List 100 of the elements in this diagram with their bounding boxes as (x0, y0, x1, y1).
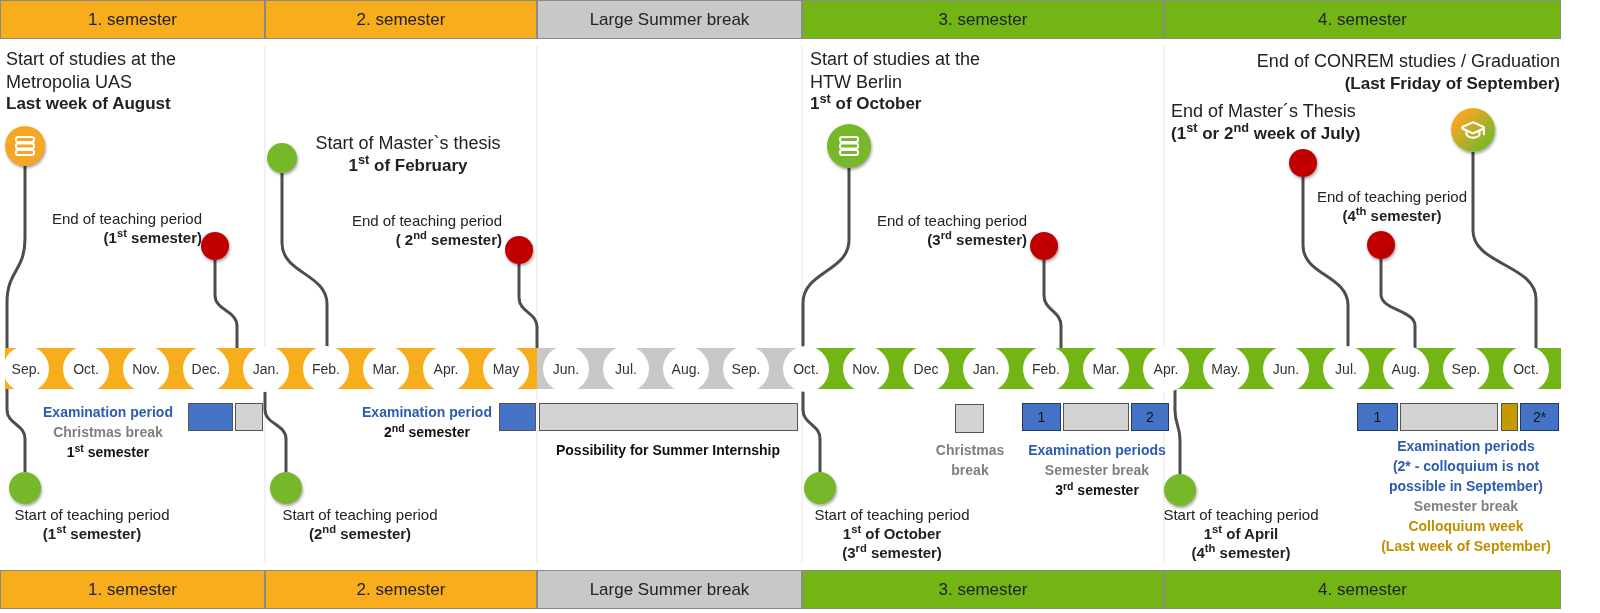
month-marker: Sep. (1443, 346, 1489, 392)
month-marker: Nov. (843, 346, 889, 392)
month-marker: Dec (903, 346, 949, 392)
period-label: 1$^{st}$ semester (65, 442, 151, 462)
month-marker: Apr. (1143, 346, 1189, 392)
period-label: (Last week of September) (1380, 537, 1552, 556)
milestone-date: (4$^{th}$ semester) (1190, 543, 1292, 563)
milestone-date: (2$^{nd}$ semester) (307, 524, 413, 544)
connector-line (1173, 389, 1182, 474)
milestone-date: 1$^{st}$ of October (810, 93, 923, 115)
period-bar: 1 (1022, 403, 1061, 431)
connector-line (517, 264, 539, 348)
milestone-date: (1$^{st}$ semester) (102, 228, 202, 248)
semester-band: Large Summer break (537, 0, 802, 39)
period-bar (1063, 403, 1129, 431)
period-label: Possibility for Summer Internship (554, 441, 781, 460)
milestone-title: Start of studies at the HTW Berlin (810, 48, 982, 93)
month-marker: Apr. (423, 346, 469, 392)
period-label: Semester break (1412, 497, 1520, 516)
milestone-date: (3$^{rd}$ semester) (926, 230, 1027, 250)
semester-band: 1. semester (0, 570, 265, 609)
milestone-title: Start of studies at the Metropolia UAS (6, 48, 178, 93)
milestone-date: 1$^{st}$ of April (1202, 524, 1280, 544)
connector-line (1301, 177, 1350, 348)
connector-line (5, 166, 27, 348)
month-marker: Feb. (303, 346, 349, 392)
connector-line (801, 168, 851, 348)
month-marker: Jan. (963, 346, 1009, 392)
period-bar (539, 403, 798, 431)
milestone-date: (3$^{rd}$ semester) (841, 543, 943, 563)
milestone-date: (1$^{st}$ semester) (41, 524, 143, 544)
period-label: 2$^{nd}$ semester (383, 422, 471, 442)
period-bar (1501, 403, 1518, 431)
period-label: (2* - colloquium is not possible in September) (1387, 457, 1544, 496)
month-marker: Jan. (243, 346, 289, 392)
milestone-title: End of teaching period (1315, 188, 1469, 207)
period-label: 3$^{rd}$ semester (1054, 480, 1140, 500)
milestone-title: Start of teaching period (1162, 506, 1320, 525)
semester-band: 4. semester (1164, 570, 1561, 609)
milestone-date: 1$^{st}$ of October (841, 524, 943, 544)
milestone-title: End of Master´s Thesis (1171, 100, 1357, 123)
semester-band: 3. semester (802, 570, 1164, 609)
milestone-date: (Last Friday of September) (1343, 72, 1560, 94)
month-marker: Aug. (1383, 346, 1429, 392)
milestone-date: (1$^{st}$ or 2$^{nd}$ week of July) (1171, 122, 1362, 144)
milestone-date: (4$^{th}$ semester) (1341, 206, 1443, 226)
period-label: Examination period (361, 403, 493, 422)
period-label: Examination periods (1027, 441, 1167, 460)
month-marker: Jun. (543, 346, 589, 392)
month-marker: May (483, 346, 529, 392)
period-label: Examination period (42, 403, 174, 422)
milestone-title: Start of teaching period (813, 506, 971, 525)
month-marker: Nov. (123, 346, 169, 392)
connector-line (1471, 152, 1538, 348)
period-bar: 2 (1131, 403, 1169, 431)
connector-line (5, 389, 27, 472)
milestone-title: End of teaching period (350, 212, 502, 231)
period-bar (499, 403, 536, 431)
month-marker: Mar. (1083, 346, 1129, 392)
semester-band: 2. semester (265, 570, 537, 609)
month-marker: Mar. (363, 346, 409, 392)
connector-line (213, 260, 239, 348)
period-bar: 2* (1520, 403, 1559, 431)
period-bar (235, 403, 263, 431)
timeline-bar (5, 348, 1561, 389)
period-label: Colloquium week (1407, 517, 1525, 536)
month-marker: Sep. (723, 346, 769, 392)
connector-line (1379, 259, 1417, 348)
semester-band: 2. semester (265, 0, 537, 39)
semester-band: 1. semester (0, 0, 265, 39)
month-marker: Aug. (663, 346, 709, 392)
month-marker: May. (1203, 346, 1249, 392)
connector-line (280, 173, 329, 348)
milestone-date: ( 2$^{nd}$ semester) (394, 230, 502, 250)
month-marker: Oct. (1503, 346, 1549, 392)
milestone-date: Last week of August (6, 93, 172, 115)
month-marker: Oct. (783, 346, 829, 392)
period-bar (1400, 403, 1498, 431)
month-marker: Feb. (1023, 346, 1069, 392)
period-bar (188, 403, 233, 431)
milestone-title: End of CONREM studies / Graduation (1255, 50, 1560, 73)
connector-line (1042, 260, 1063, 348)
period-label: Examination periods (1396, 437, 1536, 456)
period-bar: 1 (1357, 403, 1398, 431)
period-label: Christmas break (934, 441, 1006, 480)
milestone-date: 1$^{st}$ of February (347, 154, 469, 176)
month-marker: Oct. (63, 346, 109, 392)
milestone-title: Start of teaching period (13, 506, 171, 525)
semester-band: 3. semester (802, 0, 1164, 39)
month-marker: Jun. (1263, 346, 1309, 392)
month-marker: Jul. (1323, 346, 1369, 392)
month-marker: Sep. (3, 346, 49, 392)
semester-band: 4. semester (1164, 0, 1561, 39)
milestone-title: End of teaching period (50, 210, 202, 229)
semester-band: Large Summer break (537, 570, 802, 609)
milestone-title: End of teaching period (875, 212, 1027, 231)
period-label: Semester break (1043, 461, 1151, 480)
month-marker: Jul. (603, 346, 649, 392)
period-bar (955, 404, 984, 433)
milestone-title: Start of teaching period (281, 506, 439, 525)
